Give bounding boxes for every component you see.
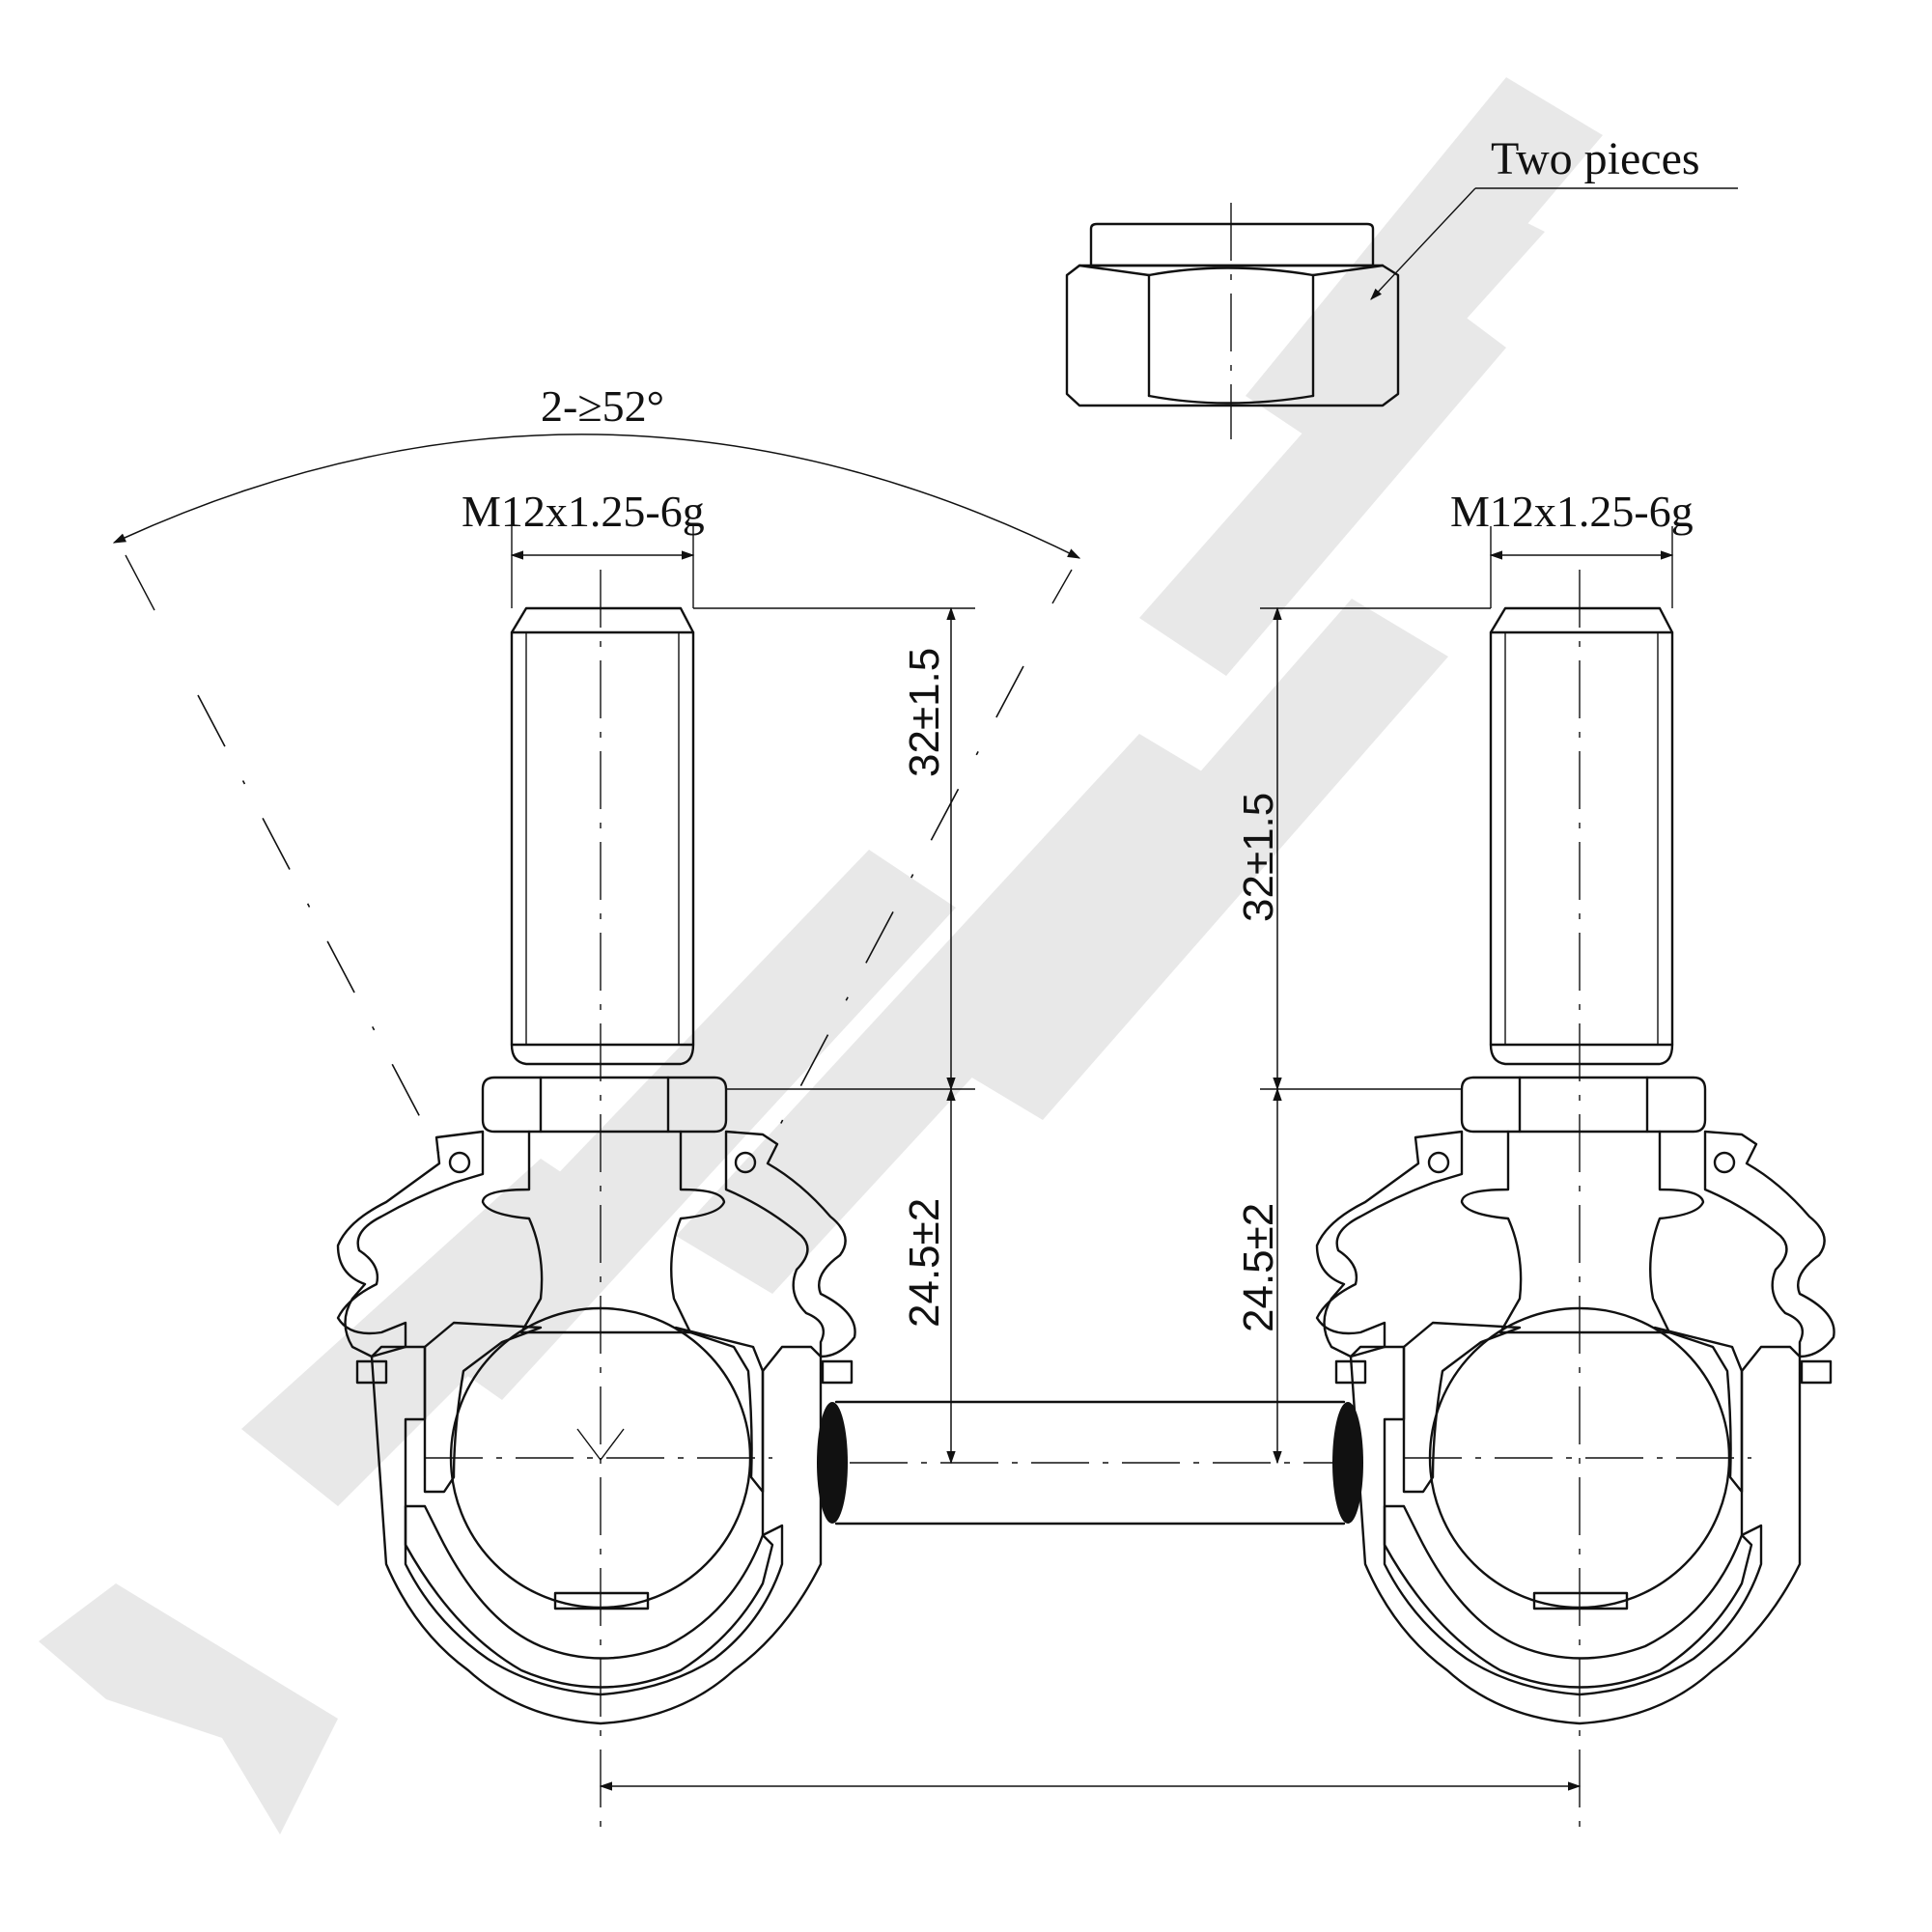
watermark-logo xyxy=(39,77,1603,1834)
right-stud-height-label: 24.5±2 xyxy=(1235,1203,1282,1332)
nut-drawing xyxy=(1065,187,1738,439)
swing-angle-dimension xyxy=(112,434,1081,1155)
left-stud-height-label: 24.5±2 xyxy=(901,1198,948,1328)
thread-dimensions xyxy=(510,526,1674,608)
left-ball-joint xyxy=(336,570,856,1839)
swing-angle-label: 2-≥52° xyxy=(541,381,664,431)
height-dimensions xyxy=(693,606,1491,1465)
nut-note-label: Two pieces xyxy=(1491,133,1700,184)
left-rod-end xyxy=(817,1402,848,1524)
connecting-rod xyxy=(817,1400,1363,1526)
right-thread-label: M12x1.25-6g xyxy=(1450,487,1694,536)
right-ball-joint xyxy=(1315,570,1835,1839)
right-stud-length-label: 32±1.5 xyxy=(1235,793,1282,922)
left-thread-label: M12x1.25-6g xyxy=(462,487,705,536)
left-stud-length-label: 32±1.5 xyxy=(901,648,948,777)
right-rod-end xyxy=(1332,1402,1363,1524)
